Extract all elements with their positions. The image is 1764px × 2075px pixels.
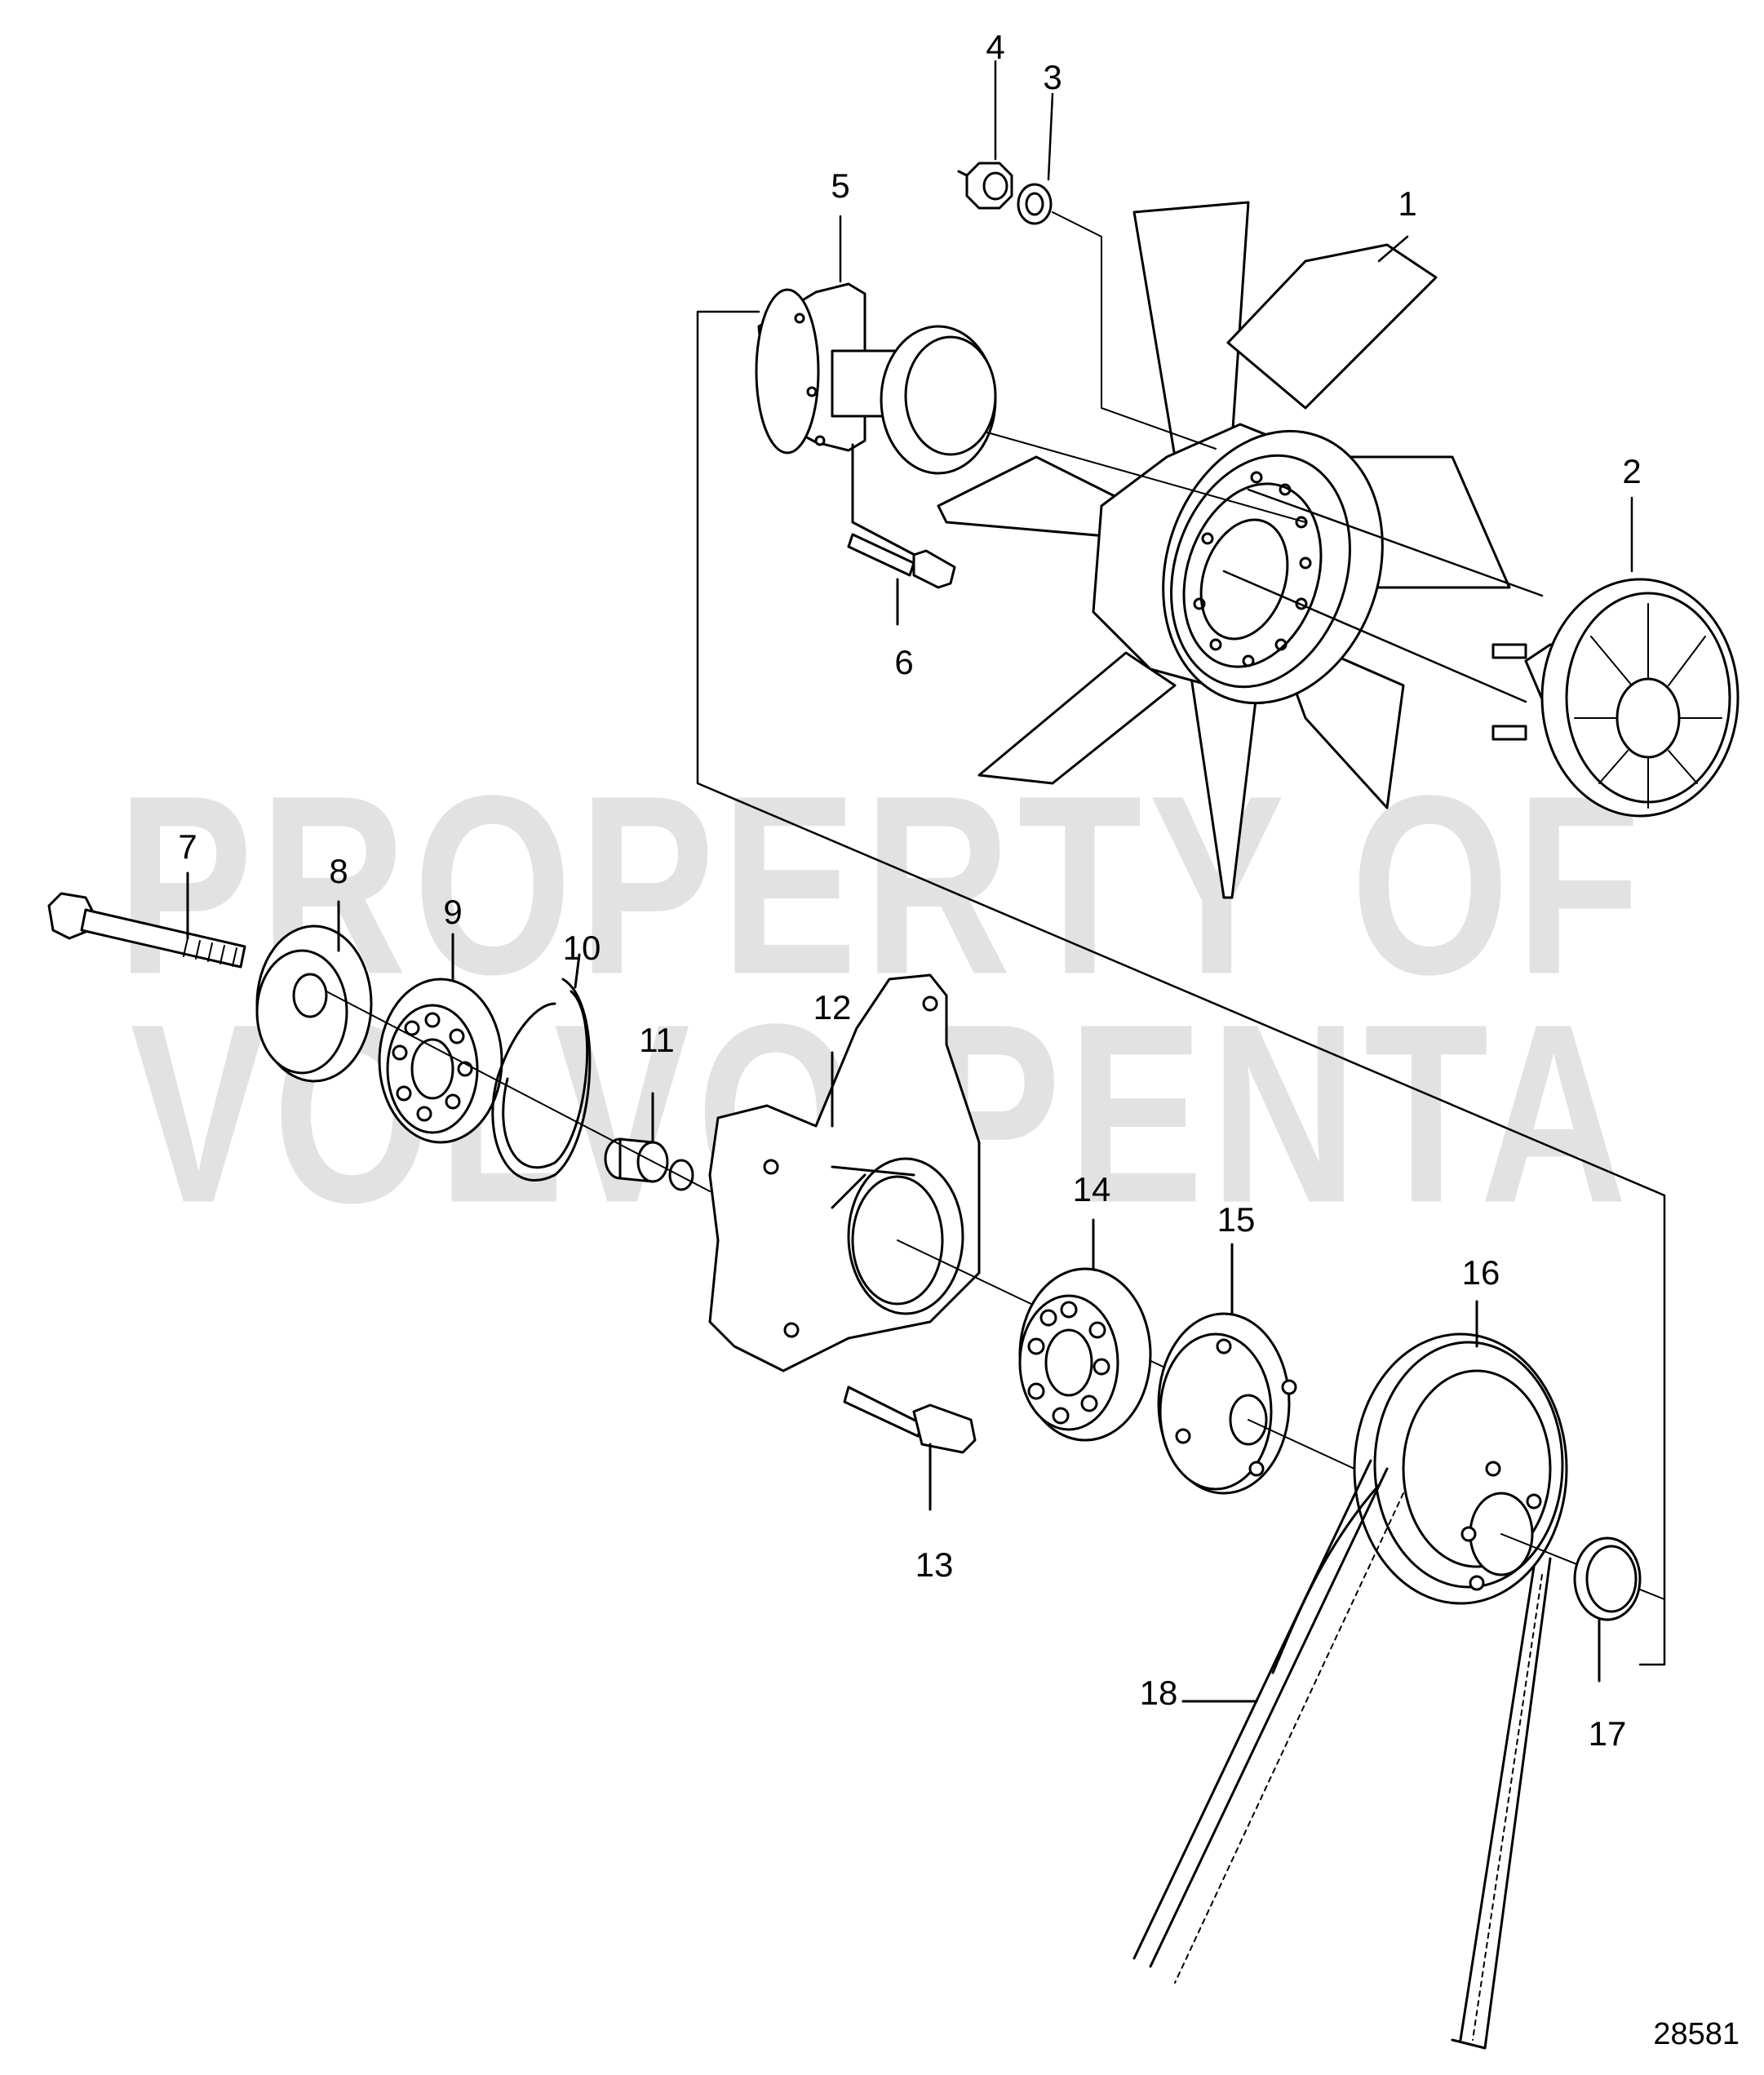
assembly-bracket-lines bbox=[696, 310, 1666, 1666]
fan-hub-part-1 bbox=[1162, 429, 1384, 705]
hub-part-5 bbox=[755, 282, 997, 475]
callout-17: 17 bbox=[1588, 1714, 1627, 1753]
circlip-part-10 bbox=[491, 953, 592, 1182]
callout-13: 13 bbox=[915, 1545, 954, 1584]
callout-7: 7 bbox=[178, 827, 197, 866]
callout-9: 9 bbox=[443, 893, 463, 931]
belt-part-18 bbox=[1132, 1459, 1552, 2050]
callout-3: 3 bbox=[1043, 58, 1062, 96]
callout-12: 12 bbox=[813, 988, 852, 1026]
viscous-coupling-part-2 bbox=[1491, 578, 1740, 818]
callout-15: 15 bbox=[1217, 1200, 1256, 1239]
seal-ring-part-17 bbox=[1573, 1536, 1642, 1683]
callout-4: 4 bbox=[986, 28, 1005, 66]
bracket-part-12 bbox=[708, 973, 981, 1372]
bolt-part-13 bbox=[843, 1386, 977, 1511]
long-bolt-part-7 bbox=[47, 871, 246, 969]
pulley-part-16 bbox=[1353, 1300, 1568, 1605]
bearing-part-9 bbox=[378, 933, 503, 1144]
callout-11: 11 bbox=[639, 1021, 675, 1059]
callout-18: 18 bbox=[1139, 1674, 1178, 1712]
spacer-part-8 bbox=[255, 900, 373, 1083]
nut-part-4 bbox=[957, 162, 1013, 210]
callout-2: 2 bbox=[1622, 452, 1642, 490]
leader-lines bbox=[839, 60, 1633, 703]
callout-6: 6 bbox=[894, 643, 914, 681]
callout-16: 16 bbox=[1461, 1253, 1500, 1292]
bolt-part-6 bbox=[847, 443, 956, 626]
callout-5: 5 bbox=[831, 166, 850, 205]
bearing-part-14 bbox=[1018, 1218, 1152, 1442]
callout-10: 10 bbox=[562, 929, 601, 967]
flange-part-15 bbox=[1157, 1243, 1297, 1495]
callout-1: 1 bbox=[1398, 184, 1417, 223]
figure-number: 28581 bbox=[1653, 2017, 1740, 2051]
callout-8: 8 bbox=[329, 852, 348, 890]
callout-14: 14 bbox=[1072, 1170, 1111, 1208]
washer-part-3 bbox=[1017, 183, 1053, 225]
